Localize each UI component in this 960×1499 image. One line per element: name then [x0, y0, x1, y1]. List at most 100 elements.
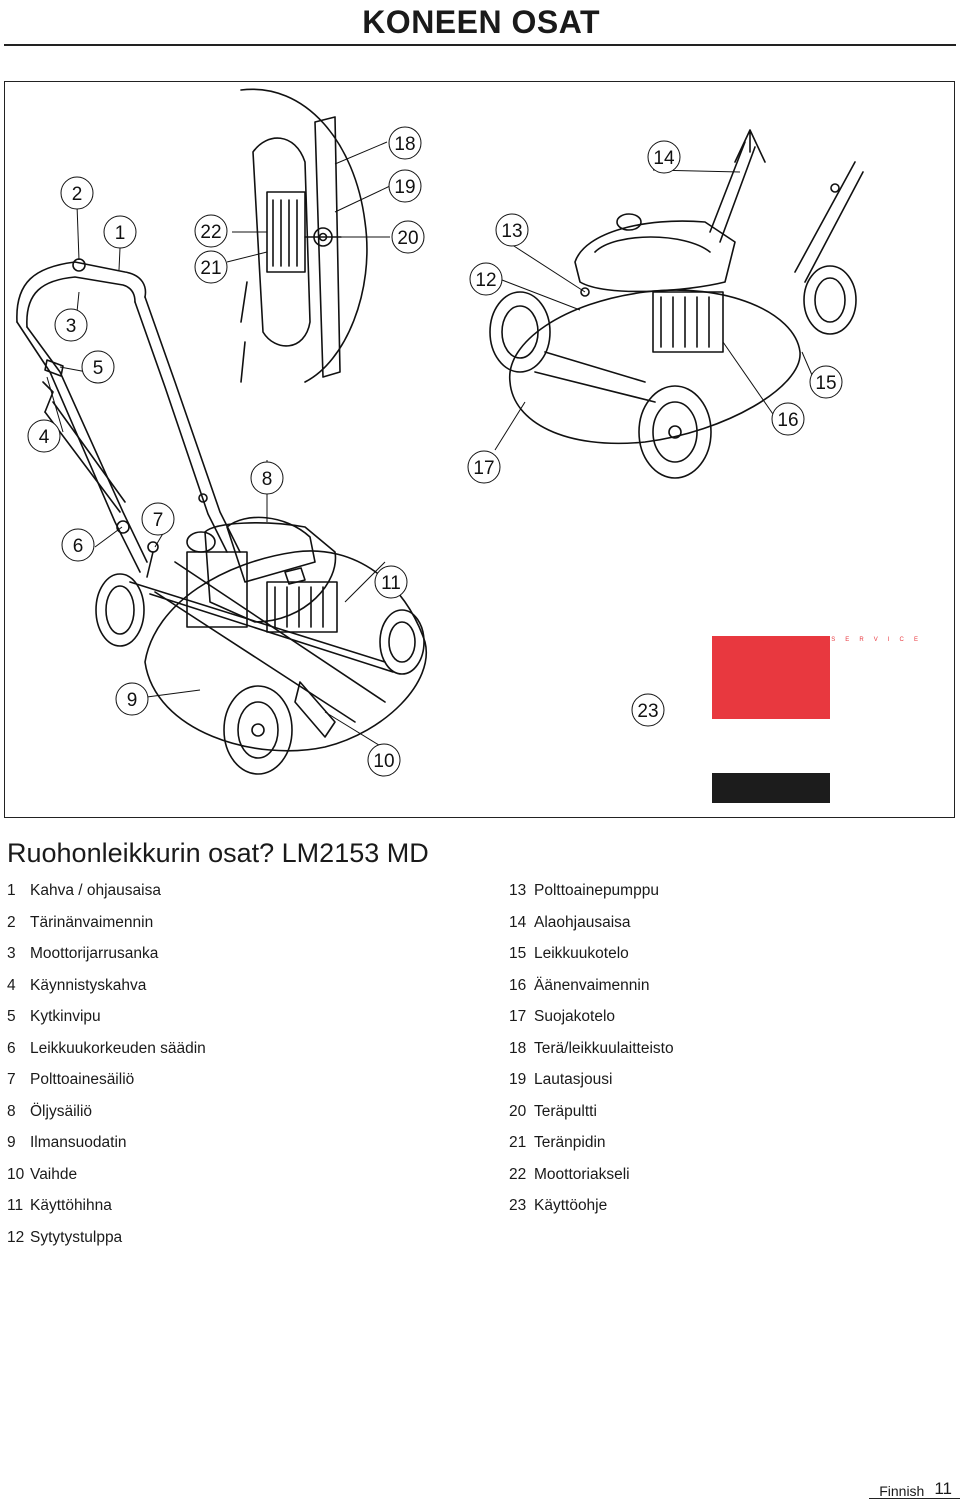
- callout-23: 23: [631, 693, 665, 727]
- list-item: 12 Sytytystulppa: [7, 1229, 206, 1261]
- svg-text:10: 10: [373, 751, 394, 772]
- svg-text:19: 19: [394, 177, 415, 198]
- svg-text:5: 5: [93, 358, 104, 379]
- callout-labels: 2 1 3 5 4 7 6 8 22 21 18 19 20 13 12 14 …: [27, 126, 843, 777]
- item-label: Kahva / ohjausaisa: [30, 882, 161, 899]
- manual-cover-image: [712, 636, 830, 719]
- footer-rule: [869, 1497, 960, 1499]
- callout-12: 12: [469, 262, 503, 296]
- item-number: 17: [509, 1008, 527, 1025]
- item-number: 21: [509, 1134, 527, 1151]
- list-item: 21 Teränpidin: [509, 1134, 674, 1166]
- svg-text:21: 21: [200, 258, 221, 279]
- item-label: Leikkuukotelo: [534, 945, 629, 962]
- item-number: 6: [7, 1039, 16, 1057]
- svg-text:7: 7: [153, 510, 164, 531]
- section-title: Ruohonleikkurin osat? LM2153 MD: [7, 838, 429, 868]
- svg-text:14: 14: [653, 148, 675, 169]
- item-number: 16: [509, 976, 527, 994]
- callout-4: 4: [27, 419, 61, 453]
- list-item: 16 Äänenvaimennin: [509, 977, 674, 1009]
- item-number: 8: [7, 1102, 16, 1120]
- callout-20: 20: [391, 220, 425, 254]
- list-item: 11 Käyttöhihna: [7, 1197, 206, 1229]
- item-number: 22: [509, 1165, 527, 1183]
- item-label: Polttoainepumppu: [534, 882, 659, 899]
- svg-text:20: 20: [397, 228, 418, 249]
- footer-language: Finnish: [879, 1483, 925, 1499]
- item-label: Lautasjousi: [534, 1071, 613, 1088]
- svg-text:23: 23: [637, 701, 658, 722]
- svg-text:2: 2: [72, 184, 83, 205]
- item-label: Käynnistyskahva: [30, 976, 147, 994]
- item-number: 10: [7, 1165, 25, 1183]
- callout-3: 3: [54, 308, 88, 342]
- svg-text:6: 6: [73, 536, 84, 557]
- callout-6: 6: [61, 528, 95, 562]
- svg-text:9: 9: [127, 690, 138, 711]
- item-number: 7: [7, 1071, 16, 1088]
- item-number: 9: [7, 1134, 16, 1151]
- item-number: 23: [509, 1197, 527, 1214]
- svg-text:22: 22: [200, 222, 221, 243]
- item-label: Moottorijarrusanka: [30, 945, 159, 962]
- svg-text:18: 18: [394, 134, 415, 155]
- list-item: 13 Polttoainepumppu: [509, 882, 674, 914]
- svg-text:8: 8: [262, 469, 273, 490]
- item-label: Ilmansuodatin: [30, 1134, 127, 1151]
- item-number: 3: [7, 945, 16, 962]
- item-number: 1: [7, 882, 16, 899]
- svg-text:13: 13: [501, 221, 522, 242]
- page-title: KONEEN OSAT: [362, 4, 600, 40]
- item-number: 12: [7, 1228, 25, 1246]
- item-label: Suojakotelo: [534, 1008, 616, 1025]
- callout-17: 17: [467, 450, 501, 484]
- item-label: Leikkuukorkeuden säädin: [30, 1039, 206, 1057]
- svg-text:4: 4: [39, 427, 50, 448]
- page-footer: Finnish 11: [879, 1479, 952, 1499]
- callout-10: 10: [367, 743, 401, 777]
- list-item: 22 Moottoriakseli: [509, 1166, 674, 1198]
- list-item: 14 Alaohjausaisa: [509, 914, 674, 946]
- callout-19: 19: [388, 169, 422, 203]
- item-number: 11: [7, 1197, 24, 1214]
- list-item: 19 Lautasjousi: [509, 1071, 674, 1103]
- item-label: Alaohjausaisa: [534, 913, 631, 931]
- item-label: Öljysäiliö: [30, 1102, 93, 1120]
- mower-illustration: 2 1 3 5 4 7 6 8 22 21 18 19 20 13 12 14 …: [16, 88, 864, 777]
- item-label: Teränpidin: [534, 1134, 606, 1151]
- list-item: 17 Suojakotelo: [509, 1008, 674, 1040]
- item-number: 19: [509, 1071, 527, 1088]
- page-number: 11: [934, 1479, 952, 1498]
- item-label: Äänenvaimennin: [534, 976, 650, 994]
- item-number: 13: [509, 882, 527, 899]
- callout-11: 11: [374, 565, 408, 599]
- svg-text:12: 12: [475, 270, 496, 291]
- list-item: 9 Ilmansuodatin: [7, 1134, 206, 1166]
- manual-cover-band: [712, 773, 830, 803]
- callout-21: 21: [194, 250, 228, 284]
- list-item: 6 Leikkuukorkeuden säädin: [7, 1040, 206, 1072]
- callout-2: 2: [60, 176, 94, 210]
- svg-text:11: 11: [381, 573, 401, 594]
- list-item: 1 Kahva / ohjausaisa: [7, 882, 206, 914]
- callout-14: 14: [647, 140, 681, 174]
- parts-figure: 2 1 3 5 4 7 6 8 22 21 18 19 20 13 12 14 …: [4, 81, 955, 818]
- item-number: 14: [509, 913, 527, 931]
- header-rule: [4, 44, 956, 46]
- item-label: Käyttöhihna: [30, 1197, 112, 1214]
- item-label: Moottoriakseli: [534, 1165, 630, 1183]
- callout-1: 1: [103, 215, 137, 249]
- item-label: Sytytystulppa: [30, 1228, 123, 1246]
- callout-leaders: [46, 141, 816, 748]
- callout-22: 22: [194, 214, 228, 248]
- callout-9: 9: [115, 682, 149, 716]
- svg-text:3: 3: [66, 316, 77, 337]
